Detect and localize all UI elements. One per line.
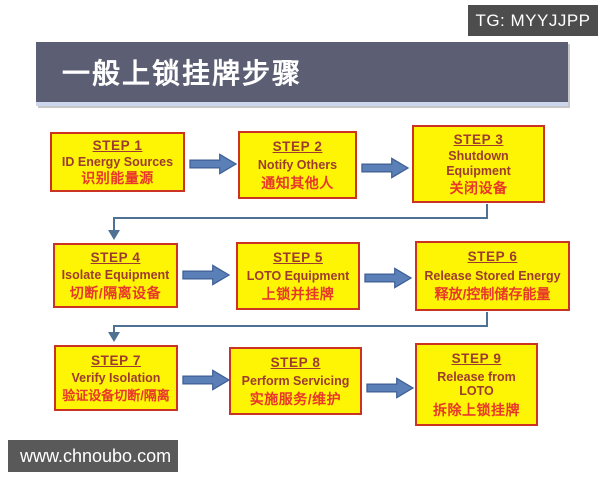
step-2-english: Notify Others	[257, 157, 338, 172]
step-6-chinese: 释放/控制储存能量	[434, 286, 551, 303]
step-box-6: STEP 6 Release Stored Energy 释放/控制储存能量	[415, 241, 570, 311]
tag-badge: TG: MYYJJPP	[468, 5, 598, 36]
connector-arrowhead-down-icon	[108, 230, 120, 240]
arrow-right-icon	[361, 157, 409, 179]
step-3-english: Shutdown Equipment	[446, 149, 511, 178]
tag-label: TG: MYYJJPP	[475, 10, 591, 30]
step-2-label: STEP 2	[272, 138, 323, 154]
step-3-label: STEP 3	[453, 131, 504, 147]
step-box-8: STEP 8 Perform Servicing 实施服务/维护	[229, 347, 362, 415]
website-url: www.chnoubo.com	[20, 445, 172, 466]
step-8-chinese: 实施服务/维护	[249, 390, 342, 407]
step-9-label: STEP 9	[451, 350, 502, 366]
step-1-chinese: 识别能量源	[81, 169, 154, 186]
connector-step3-to-step4	[113, 204, 488, 231]
step-1-label: STEP 1	[92, 137, 143, 153]
step-box-4: STEP 4 Isolate Equipment 切断/隔离设备	[53, 243, 178, 308]
arrow-right-icon	[189, 153, 237, 175]
step-2-chinese: 通知其他人	[261, 174, 334, 191]
step-box-3: STEP 3 Shutdown Equipment 关闭设备	[412, 125, 545, 203]
website-badge: www.chnoubo.com	[8, 440, 178, 472]
step-8-english: Perform Servicing	[241, 373, 350, 388]
arrow-right-icon	[182, 369, 230, 391]
step-4-english: Isolate Equipment	[61, 268, 170, 283]
step-7-english: Verify Isolation	[71, 371, 161, 386]
title-banner: 一般上锁挂牌步骤	[36, 42, 568, 106]
step-3-chinese: 关闭设备	[449, 179, 508, 196]
connector-arrowhead-down-icon	[108, 332, 120, 342]
page-title: 一般上锁挂牌步骤	[62, 58, 303, 89]
step-5-chinese: 上锁并挂牌	[261, 285, 335, 302]
step-5-english: LOTO Equipment	[246, 268, 350, 283]
step-box-2: STEP 2 Notify Others 通知其他人	[238, 131, 357, 199]
arrow-right-icon	[366, 377, 414, 399]
arrow-right-icon	[182, 264, 230, 286]
step-7-label: STEP 7	[91, 352, 141, 368]
step-8-label: STEP 8	[270, 354, 321, 370]
step-5-label: STEP 5	[273, 249, 323, 265]
step-box-9: STEP 9 Release from LOTO 拆除上锁挂牌	[415, 343, 538, 426]
step-box-7: STEP 7 Verify Isolation 验证设备切断/隔离	[54, 345, 178, 411]
step-7-chinese: 验证设备切断/隔离	[62, 388, 170, 404]
step-9-english: Release from LOTO	[437, 369, 516, 399]
arrow-right-icon	[364, 267, 412, 289]
step-6-english: Release Stored Energy	[424, 268, 561, 283]
step-4-label: STEP 4	[90, 250, 141, 266]
step-box-5: STEP 5 LOTO Equipment 上锁并挂牌	[236, 242, 360, 310]
step-box-1: STEP 1 ID Energy Sources 识别能量源	[50, 132, 185, 192]
step-6-label: STEP 6	[467, 249, 518, 265]
step-9-chinese: 拆除上锁挂牌	[433, 401, 520, 418]
step-4-chinese: 切断/隔离设备	[69, 284, 162, 301]
connector-step6-to-step7	[113, 312, 488, 333]
step-1-english: ID Energy Sources	[61, 154, 174, 169]
